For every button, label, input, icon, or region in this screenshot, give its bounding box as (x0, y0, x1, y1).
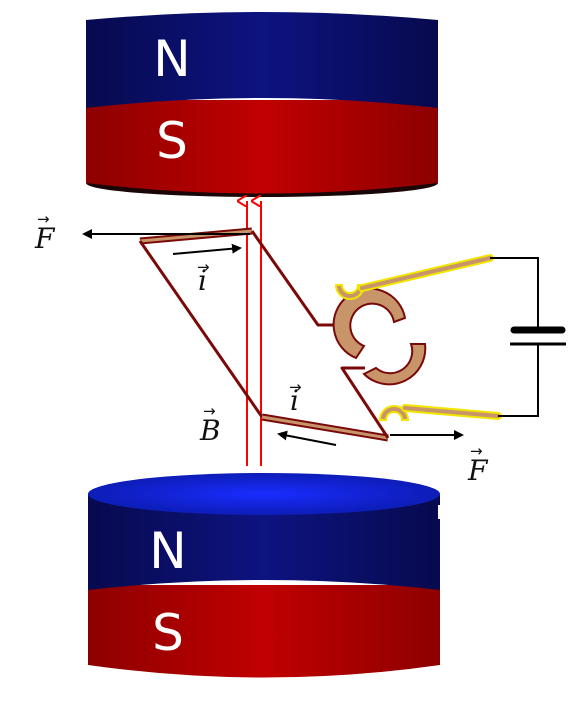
bottom-magnet: N S (88, 473, 448, 678)
current-arrow-bottom (277, 430, 337, 446)
force-right-vector-arrow: → (470, 442, 483, 460)
loop-left-side (138, 240, 264, 418)
commutator-lower-half (362, 343, 427, 386)
force-arrows (82, 229, 464, 440)
current-top-vector-arrow: → (197, 258, 210, 276)
top-magnet-south-pole (86, 100, 438, 194)
current-loop (138, 227, 390, 442)
loop-right-side (250, 230, 338, 327)
top-south-label: S (156, 112, 188, 170)
commutator-upper-half (332, 287, 407, 360)
field-label: B (199, 414, 221, 447)
lower-brush-contact (378, 405, 410, 421)
bottom-magnet-north-pole (88, 494, 440, 590)
force-left-label: F (34, 222, 56, 255)
current-top-label: i (198, 264, 207, 297)
loop-top-segment-inner (139, 229, 253, 243)
bottom-magnet-top-face (88, 473, 440, 515)
bottom-magnet-edge-mask (438, 505, 448, 519)
force-right-label: F (467, 454, 489, 487)
brushes (334, 254, 502, 421)
vector-labels: F → i → i → B → F → (34, 210, 489, 487)
force-left-vector-arrow: → (37, 210, 50, 228)
circuit-wire-lower (498, 344, 539, 417)
field-vector-arrow: → (203, 402, 216, 420)
external-circuit (490, 257, 566, 417)
commutator (332, 287, 427, 386)
bottom-north-label: N (149, 522, 186, 580)
lower-brush-arm (403, 406, 500, 418)
top-magnet: N S (86, 12, 438, 197)
current-bottom-vector-arrow: → (289, 378, 302, 396)
current-arrow-top (172, 243, 242, 255)
bottom-south-label: S (152, 604, 184, 662)
loop-bottom-segment-inner (261, 415, 389, 440)
current-arrows (172, 243, 337, 446)
bottom-magnet-south-pole (88, 585, 440, 678)
upper-brush-arm (360, 256, 492, 290)
loop-lead-lower (340, 366, 390, 439)
top-magnet-north-pole (86, 12, 438, 108)
circuit-wire-upper (490, 257, 539, 330)
current-bottom-label: i (290, 384, 299, 417)
top-north-label: N (153, 30, 190, 88)
